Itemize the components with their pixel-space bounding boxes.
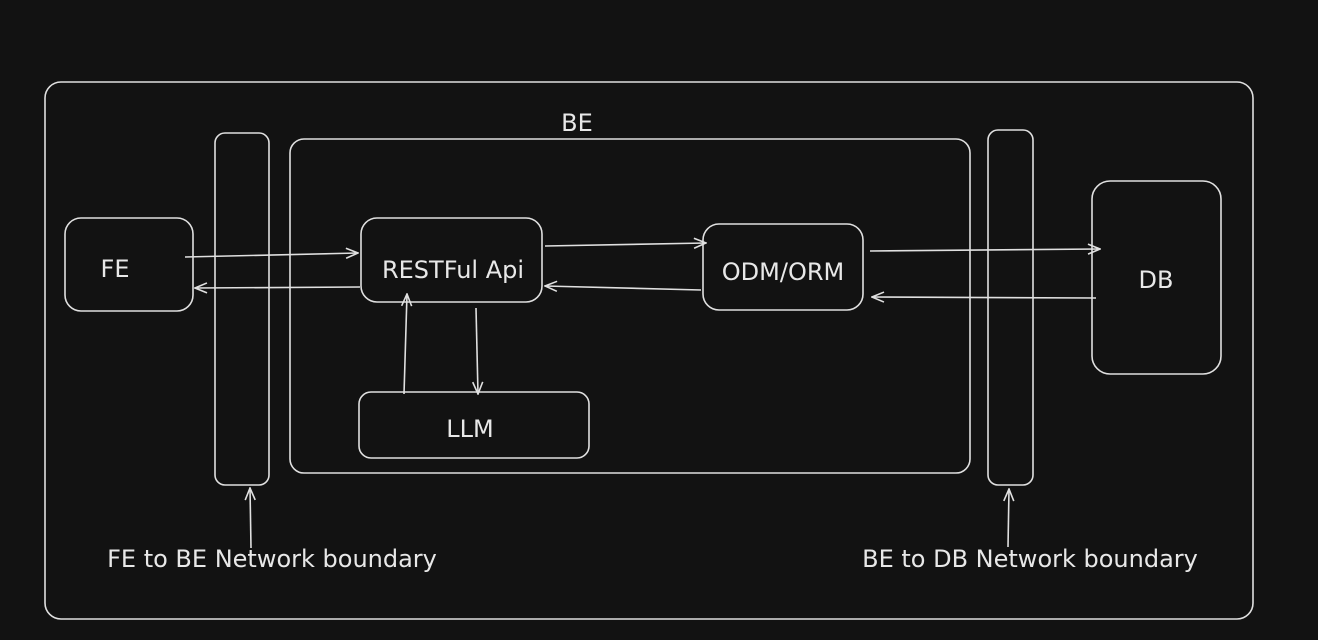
arrow-odm-to-db [869, 249, 1100, 251]
be-label: BE [561, 109, 593, 137]
arrow-fe-to-api [184, 253, 358, 257]
outer-frame [44, 81, 1254, 620]
fe-node[interactable] [64, 217, 194, 312]
arrow-api-to-llm [476, 307, 478, 394]
arrow-annotation-fe-be [250, 488, 251, 549]
fe-be-boundary [214, 132, 270, 486]
odm-label: ODM/ORM [722, 258, 844, 286]
fe-label: FE [101, 255, 130, 283]
be-db-boundary [987, 129, 1034, 486]
be-container [289, 138, 971, 474]
api-node[interactable] [360, 217, 543, 303]
arrow-odm-to-api [545, 286, 702, 290]
arrow-api-to-fe [195, 287, 361, 288]
arrow-annotation-be-db [1008, 489, 1009, 548]
arrow-llm-to-api [404, 294, 407, 395]
llm-label: LLM [446, 415, 493, 443]
arrow-api-to-odm [544, 243, 706, 246]
db-label: DB [1139, 266, 1174, 294]
odm-node[interactable] [702, 223, 864, 311]
db-node[interactable] [1091, 180, 1222, 375]
arrow-db-to-odm [872, 297, 1097, 298]
annotation-fe-be: FE to BE Network boundary [107, 545, 437, 573]
api-label: RESTFul Api [382, 256, 524, 284]
annotation-be-db: BE to DB Network boundary [862, 545, 1198, 573]
